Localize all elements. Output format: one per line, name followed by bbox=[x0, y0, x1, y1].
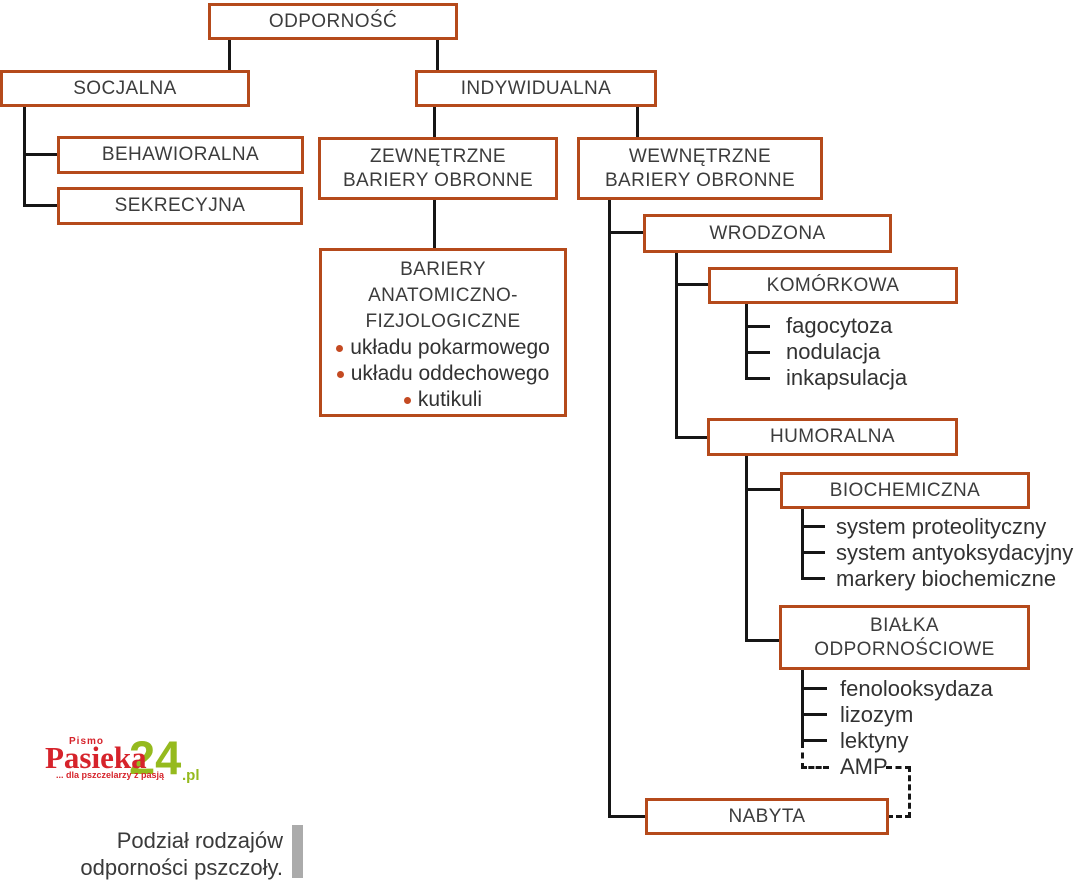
bariery-bullet-item: kutikuli bbox=[403, 387, 483, 413]
connector-to-humoralna bbox=[675, 436, 711, 439]
node-nabyta: NABYTA bbox=[645, 798, 889, 835]
leaf-amp: AMP bbox=[840, 754, 888, 779]
connector-odpornosc-indywidualna bbox=[436, 39, 439, 70]
connector-to-behawioralna bbox=[23, 153, 59, 156]
node-zewnetrzne-line2: BARIERY OBRONNE bbox=[342, 169, 534, 191]
connector-biochemiczna-trunk bbox=[801, 508, 804, 580]
node-behawioralna: BEHAWIORALNA bbox=[57, 136, 304, 174]
node-bariery-line1: BARIERY bbox=[400, 259, 486, 280]
node-wewnetrzne-line1: WEWNĘTRZNE bbox=[628, 145, 772, 167]
bariery-bullet-item: układu pokarmowego bbox=[336, 335, 550, 361]
dashed-amp-vertical-left bbox=[801, 742, 804, 769]
tick-markery-biochemiczne bbox=[801, 577, 825, 580]
connector-to-sekrecyjna bbox=[23, 204, 59, 207]
tick-lizozym bbox=[801, 713, 827, 716]
node-sekrecyjna: SEKRECYJNA bbox=[57, 187, 303, 225]
node-socjalna: SOCJALNA bbox=[0, 70, 250, 107]
bariery-bullet-3: kutikuli bbox=[417, 388, 483, 411]
dashed-amp-right bbox=[886, 766, 911, 769]
connector-zewnetrzne-bariery bbox=[433, 200, 436, 248]
connector-komorkowa-trunk bbox=[745, 304, 748, 380]
leaf-lektyny: lektyny bbox=[840, 728, 909, 753]
dashed-amp-tick bbox=[801, 766, 829, 769]
node-biochemiczna: BIOCHEMICZNA bbox=[780, 472, 1030, 509]
connector-to-komorkowa bbox=[675, 283, 711, 286]
tick-lektyny bbox=[801, 739, 827, 742]
connector-socjalna-trunk bbox=[23, 107, 26, 207]
node-bialka-odpornosciowe: BIAŁKA ODPORNOŚCIOWE bbox=[779, 605, 1030, 670]
connector-odpornosc-socjalna bbox=[228, 39, 231, 70]
node-bariery-anatomiczno-fizjologiczne: BARIERY ANATOMICZNO- FIZJOLOGICZNE układ… bbox=[319, 248, 567, 417]
node-wewnetrzne-bariery: WEWNĘTRZNE BARIERY OBRONNE bbox=[577, 137, 823, 200]
node-bialka-line2: ODPORNOŚCIOWE bbox=[814, 638, 995, 660]
connector-bialka-trunk bbox=[801, 670, 804, 742]
connector-indywidualna-wewnetrzne bbox=[636, 107, 639, 137]
node-odpornosc-label: ODPORNOŚĆ bbox=[268, 10, 398, 32]
leaf-nodulacja: nodulacja bbox=[786, 339, 881, 364]
caption-line1: Podział rodzajów bbox=[116, 828, 283, 853]
caption-line2: odporności pszczoły. bbox=[80, 855, 283, 880]
node-indywidualna-label: INDYWIDUALNA bbox=[460, 77, 612, 99]
node-zewnetrzne-bariery: ZEWNĘTRZNE BARIERY OBRONNE bbox=[318, 137, 558, 200]
leaf-fenolooksydaza: fenolooksydaza bbox=[840, 676, 993, 701]
bariery-bullet-item: układu oddechowego bbox=[336, 361, 550, 387]
connector-to-biochemiczna bbox=[745, 488, 781, 491]
figure-caption: Podział rodzajów odporności pszczoły. bbox=[40, 827, 283, 881]
bariery-bullet-2: układu oddechowego bbox=[350, 362, 550, 385]
tick-system-proteolityczny bbox=[801, 525, 825, 528]
node-wrodzona: WRODZONA bbox=[643, 214, 892, 253]
logo-pl-text: .pl bbox=[182, 767, 200, 784]
node-bariery-line2: ANATOMICZNO- bbox=[368, 285, 518, 306]
node-wrodzona-label: WRODZONA bbox=[709, 222, 826, 244]
node-bialka-line1: BIAŁKA bbox=[870, 614, 939, 636]
leaf-system-antyoksydacyjny: system antyoksydacyjny bbox=[836, 540, 1074, 565]
node-odpornosc: ODPORNOŚĆ bbox=[208, 3, 458, 40]
logo-pismo-text: Pismo bbox=[69, 736, 105, 747]
node-biochemiczna-label: BIOCHEMICZNA bbox=[829, 479, 981, 501]
leaf-lizozym: lizozym bbox=[840, 702, 914, 727]
bullet-dot-icon bbox=[336, 370, 344, 378]
connector-wewnetrzne-trunk bbox=[608, 200, 611, 818]
connector-wrodzona-trunk bbox=[675, 252, 678, 439]
node-behawioralna-label: BEHAWIORALNA bbox=[101, 144, 260, 165]
node-bariery-line3: FIZJOLOGICZNE bbox=[365, 311, 521, 332]
tick-fagocytoza bbox=[745, 325, 770, 328]
logo-24-text: 24 bbox=[129, 731, 182, 784]
node-nabyta-label: NABYTA bbox=[728, 805, 806, 827]
bariery-bullet-1: układu pokarmowego bbox=[350, 336, 550, 359]
dashed-to-nabyta bbox=[887, 815, 911, 818]
logo-tagline-text: ... dla pszczelarzy z pasją bbox=[56, 770, 165, 780]
node-zewnetrzne-line1: ZEWNĘTRZNE bbox=[370, 145, 506, 167]
connector-humoralna-trunk bbox=[745, 456, 748, 642]
node-sekrecyjna-label: SEKRECYJNA bbox=[114, 195, 246, 216]
tick-system-antyoksydacyjny bbox=[801, 551, 825, 554]
connector-to-wrodzona bbox=[608, 231, 646, 234]
node-komorkowa-label: KOMÓRKOWA bbox=[766, 274, 900, 296]
leaf-system-proteolityczny: system proteolityczny bbox=[836, 514, 1047, 539]
connector-to-nabyta bbox=[608, 815, 648, 818]
node-socjalna-label: SOCJALNA bbox=[73, 77, 177, 99]
leaf-inkapsulacja: inkapsulacja bbox=[786, 365, 908, 390]
bullet-dot-icon bbox=[336, 344, 344, 352]
logo-pasieka-text: Pasieka bbox=[45, 740, 147, 775]
tick-nodulacja bbox=[745, 351, 770, 354]
node-komorkowa: KOMÓRKOWA bbox=[708, 267, 958, 304]
node-humoralna: HUMORALNA bbox=[707, 418, 958, 456]
node-humoralna-label: HUMORALNA bbox=[769, 426, 895, 447]
bullet-dot-icon bbox=[403, 396, 411, 404]
pasieka24-logo: Pismo Pasieka 24 .pl ... dla pszczelarzy… bbox=[45, 731, 210, 794]
caption-accent-bar bbox=[292, 825, 303, 878]
node-indywidualna: INDYWIDUALNA bbox=[415, 70, 657, 107]
connector-indywidualna-zewnetrzne bbox=[433, 107, 436, 137]
leaf-markery-biochemiczne: markery biochemiczne bbox=[836, 566, 1057, 591]
dashed-amp-vertical-right bbox=[908, 766, 911, 818]
tick-fenolooksydaza bbox=[801, 687, 827, 690]
connector-to-bialka bbox=[745, 639, 781, 642]
tick-inkapsulacja bbox=[745, 377, 770, 380]
leaf-fagocytoza: fagocytoza bbox=[786, 313, 893, 338]
node-wewnetrzne-line2: BARIERY OBRONNE bbox=[604, 169, 796, 191]
